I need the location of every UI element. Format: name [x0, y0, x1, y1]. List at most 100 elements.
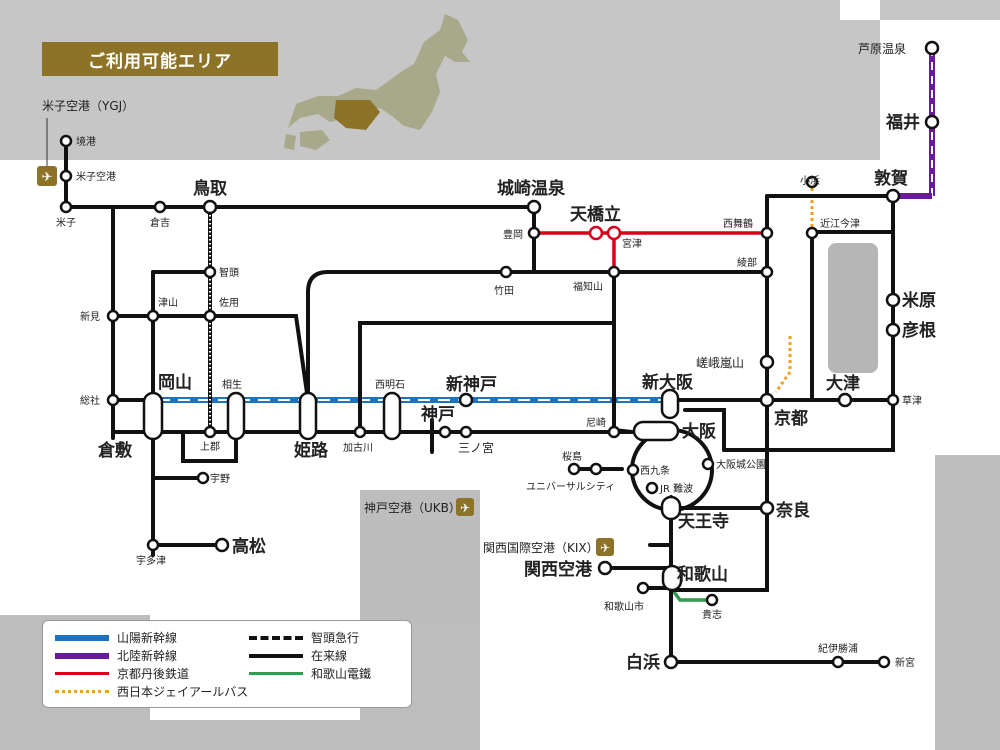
- station-label: 和歌山: [677, 564, 728, 585]
- station-label: 嵯峨嵐山: [696, 356, 744, 370]
- station-label: 西九条: [640, 464, 670, 477]
- svg-text:✈: ✈: [460, 501, 470, 515]
- station-label: 三ノ宮: [458, 440, 494, 455]
- station-label: 貴志: [702, 608, 722, 621]
- station-label: 綾部: [737, 256, 757, 269]
- station-label: 新神戸: [446, 374, 497, 395]
- station-label: 草津: [902, 395, 922, 407]
- legend-label: 在来線: [311, 649, 348, 663]
- legend-swatch-kyotango: [55, 672, 109, 675]
- station-label: 倉吉: [150, 216, 170, 229]
- station-label: 米子: [56, 216, 76, 229]
- station-label: 岡山: [158, 373, 192, 393]
- station-label: 姫路: [294, 440, 329, 461]
- station-label: 城崎温泉: [497, 178, 566, 199]
- legend-label: 智頭急行: [311, 631, 360, 645]
- station-label: 天王寺: [678, 511, 729, 532]
- station-label: 新見: [80, 310, 100, 323]
- station-label: 西明石: [375, 379, 405, 391]
- station-label: 天橋立: [570, 204, 621, 225]
- station-label: 倉敷: [97, 440, 133, 461]
- station-label: 関西国際空港（KIX）: [483, 541, 599, 555]
- station-label: 尼崎: [586, 416, 606, 429]
- station-label: 奈良: [775, 500, 810, 521]
- station-label: 竹田: [494, 284, 514, 297]
- legend-label: 北陸新幹線: [117, 649, 178, 663]
- station-label: 福井: [885, 112, 920, 133]
- station-label: 大津: [826, 373, 860, 394]
- legend-swatch-bus: [55, 690, 109, 693]
- legend-item: 和歌山電鐵: [249, 665, 371, 682]
- station-label: 境港: [76, 135, 96, 148]
- station-label: 神戸: [421, 404, 455, 425]
- station-label: 和歌山市: [604, 600, 644, 613]
- legend-item: 京都丹後鉄道: [55, 665, 189, 682]
- station-label: 彦根: [902, 320, 936, 341]
- legend-swatch-sanyo: [55, 634, 109, 641]
- station-label: 相生: [222, 378, 242, 391]
- station-markers: [59, 40, 940, 670]
- legend-label: 山陽新幹線: [117, 631, 178, 645]
- legend-label: 和歌山電鐵: [311, 667, 372, 681]
- map-title: ご利用可能エリア: [42, 42, 278, 76]
- sea-patch: [360, 520, 480, 620]
- station-label: 豊岡: [503, 228, 523, 241]
- station-label: 津山: [158, 297, 178, 309]
- legend-item: 西日本ジェイアールバス: [55, 683, 248, 700]
- station-label: 近江今津: [820, 217, 860, 230]
- svg-text:✈: ✈: [600, 541, 610, 555]
- station-label: 新宮: [895, 656, 915, 669]
- legend-item: 智頭急行: [249, 629, 359, 646]
- station-label: 福知山: [573, 280, 603, 293]
- legend-item: 在来線: [249, 647, 347, 664]
- airport-icons: ✈ ✈ ✈: [37, 118, 614, 556]
- legend-swatch-hokuriku: [55, 652, 109, 659]
- legend-swatch-chizu: [249, 635, 303, 640]
- wave-texture: [0, 0, 1000, 160]
- station-label: 宇野: [210, 472, 230, 485]
- station-label: 大阪: [682, 421, 716, 442]
- major-station-pills: [142, 388, 683, 592]
- airport-icon: [37, 166, 57, 186]
- station-label: 智頭: [219, 266, 239, 279]
- legend: 山陽新幹線 北陸新幹線 京都丹後鉄道 西日本ジェイアールバス 智頭急行 在来線 …: [42, 620, 412, 708]
- station-label: JR 難波: [659, 482, 693, 495]
- station-label: 総社: [80, 394, 100, 407]
- station-label: 敦賀: [874, 168, 908, 189]
- legend-item: 山陽新幹線: [55, 629, 177, 646]
- station-label: 京都: [774, 408, 808, 429]
- station-label: 神戸空港（UKB）: [364, 501, 461, 515]
- station-label: 佐用: [219, 297, 239, 309]
- station-label: 加古川: [343, 441, 373, 454]
- station-label: ユニバーサルシティ: [526, 481, 615, 493]
- station-label: 宇多津: [136, 554, 166, 567]
- bus-route-kyoto: [774, 336, 792, 393]
- station-label: 紀伊勝浦: [818, 642, 858, 655]
- lake-biwa: [828, 243, 878, 373]
- station-label: 大阪城公園: [716, 458, 766, 471]
- station-label: 高松: [232, 536, 266, 557]
- legend-label: 京都丹後鉄道: [117, 667, 190, 681]
- station-label: 米原: [902, 290, 936, 311]
- legend-label: 西日本ジェイアールバス: [117, 685, 249, 699]
- station-label: 小浜: [800, 175, 820, 187]
- station-label: 白浜: [626, 652, 660, 673]
- legend-item: 北陸新幹線: [55, 647, 177, 664]
- airport-icon: [456, 498, 474, 516]
- japan-inset-map: [284, 14, 470, 150]
- sea-patch-east: [935, 455, 1000, 750]
- station-label: 米子空港: [76, 170, 116, 183]
- station-label: 上郡: [200, 441, 220, 453]
- station-label: 桜島: [562, 450, 582, 463]
- station-label: 西舞鶴: [723, 217, 753, 230]
- legend-swatch-wakayama: [249, 672, 303, 675]
- station-label: 関西空港: [524, 559, 593, 580]
- legend-swatch-local: [249, 653, 303, 658]
- station-yonago-airport-label: 米子空港（YGJ）: [42, 99, 134, 113]
- station-label: 新大阪: [642, 372, 693, 393]
- svg-text:✈: ✈: [42, 170, 53, 185]
- station-label: 芦原温泉: [858, 42, 906, 56]
- station-label: 鳥取: [193, 178, 227, 199]
- airport-icon: [596, 538, 614, 556]
